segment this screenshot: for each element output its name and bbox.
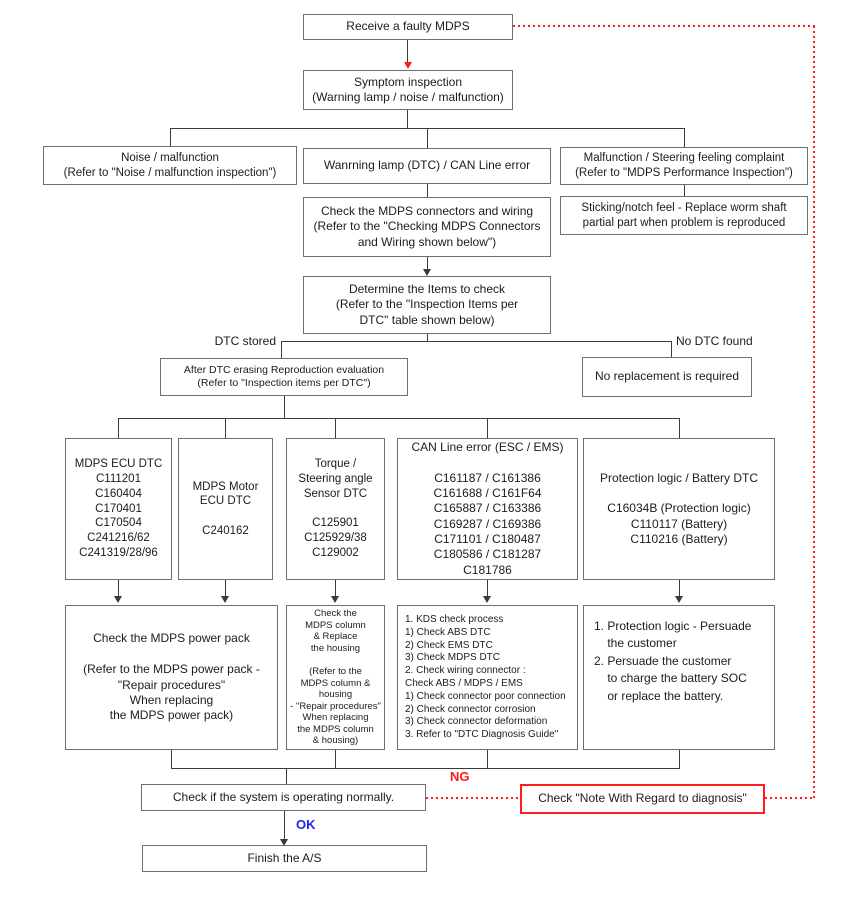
label-dtc-stored: DTC stored <box>214 334 276 348</box>
flow-line <box>671 341 672 357</box>
node-check-system-normal: Check if the system is operating normall… <box>141 784 426 811</box>
arrow-down-icon <box>221 596 229 603</box>
flow-line <box>684 128 685 147</box>
label-ok: OK <box>296 817 316 832</box>
node-determine-items: Determine the Items to check (Refer to t… <box>303 276 551 334</box>
node-sticking-notch-feel: Sticking/notch feel - Replace worm shaft… <box>560 196 808 235</box>
node-symptom-inspection: Symptom inspection (Warning lamp / noise… <box>303 70 513 110</box>
node-noise-malfunction: Noise / malfunction (Refer to "Noise / m… <box>43 146 297 185</box>
node-check-power-pack: Check the MDPS power pack (Refer to the … <box>65 605 278 750</box>
arrow-down-icon <box>280 839 288 846</box>
node-torque-steering-sensor-dtc: Torque / Steering angle Sensor DTC C1259… <box>286 438 385 580</box>
red-dotted-line-bottom-right <box>765 797 815 799</box>
flow-line <box>286 768 287 784</box>
red-arrow-down-icon <box>404 62 412 69</box>
flow-line <box>284 396 285 418</box>
flow-line <box>170 128 171 146</box>
label-no-dtc-found: No DTC found <box>676 334 753 348</box>
flow-line <box>487 750 488 768</box>
flow-line <box>284 811 285 840</box>
arrow-down-icon <box>483 596 491 603</box>
flow-line <box>335 418 336 438</box>
red-dotted-line-right <box>813 26 815 799</box>
node-warning-lamp-can-error: Wanrning lamp (DTC) / CAN Line error <box>303 148 551 184</box>
node-after-dtc-erasing: After DTC erasing Reproduction evaluatio… <box>160 358 408 396</box>
node-mdps-motor-ecu-dtc: MDPS Motor ECU DTC C240162 <box>178 438 273 580</box>
flow-line <box>407 110 408 128</box>
node-check-column-housing: Check the MDPS column & Replace the hous… <box>286 605 385 750</box>
flow-line <box>679 750 680 768</box>
flow-line <box>427 128 428 148</box>
flow-line <box>335 750 336 768</box>
node-no-replacement: No replacement is required <box>582 357 752 397</box>
arrow-down-icon <box>423 269 431 276</box>
flow-line <box>171 750 172 768</box>
node-protection-battery-dtc: Protection logic / Battery DTC C16034B (… <box>583 438 775 580</box>
node-malfunction-steering-complaint: Malfunction / Steering feeling complaint… <box>560 147 808 185</box>
flow-line <box>335 580 336 597</box>
arrow-down-icon <box>675 596 683 603</box>
node-kds-check-process: 1. KDS check process 1) Check ABS DTC 2)… <box>397 605 578 750</box>
flow-line <box>684 185 685 196</box>
label-ng: NG <box>450 769 470 784</box>
node-persuade-customer: 1. Protection logic - Persuade the custo… <box>583 605 775 750</box>
flow-line <box>225 580 226 597</box>
node-mdps-ecu-dtc: MDPS ECU DTC C111201 C160404 C170401 C17… <box>65 438 172 580</box>
flow-line <box>281 341 282 358</box>
node-check-connectors-wiring: Check the MDPS connectors and wiring (Re… <box>303 197 551 257</box>
flow-line <box>118 418 679 419</box>
node-finish-as: Finish the A/S <box>142 845 427 872</box>
flow-line <box>427 257 428 270</box>
flow-line <box>171 768 680 769</box>
red-dotted-line-ng <box>426 797 520 799</box>
flow-line <box>118 418 119 438</box>
arrow-down-icon <box>331 596 339 603</box>
node-note-with-regard-to-diagnosis: Check "Note With Regard to diagnosis" <box>520 784 765 814</box>
flow-line <box>679 580 680 597</box>
flow-line <box>427 334 428 341</box>
flow-line <box>679 418 680 438</box>
node-receive-faulty-mdps: Receive a faulty MDPS <box>303 14 513 40</box>
flow-line <box>487 418 488 438</box>
flow-line <box>281 341 671 342</box>
flow-line <box>225 418 226 438</box>
node-can-line-error-dtc: CAN Line error (ESC / EMS) C161187 / C16… <box>397 438 578 580</box>
flow-line <box>118 580 119 597</box>
red-dotted-line-top <box>513 25 815 27</box>
arrow-down-icon <box>114 596 122 603</box>
flow-line <box>407 40 408 64</box>
flow-line <box>427 184 428 197</box>
flow-line <box>487 580 488 597</box>
